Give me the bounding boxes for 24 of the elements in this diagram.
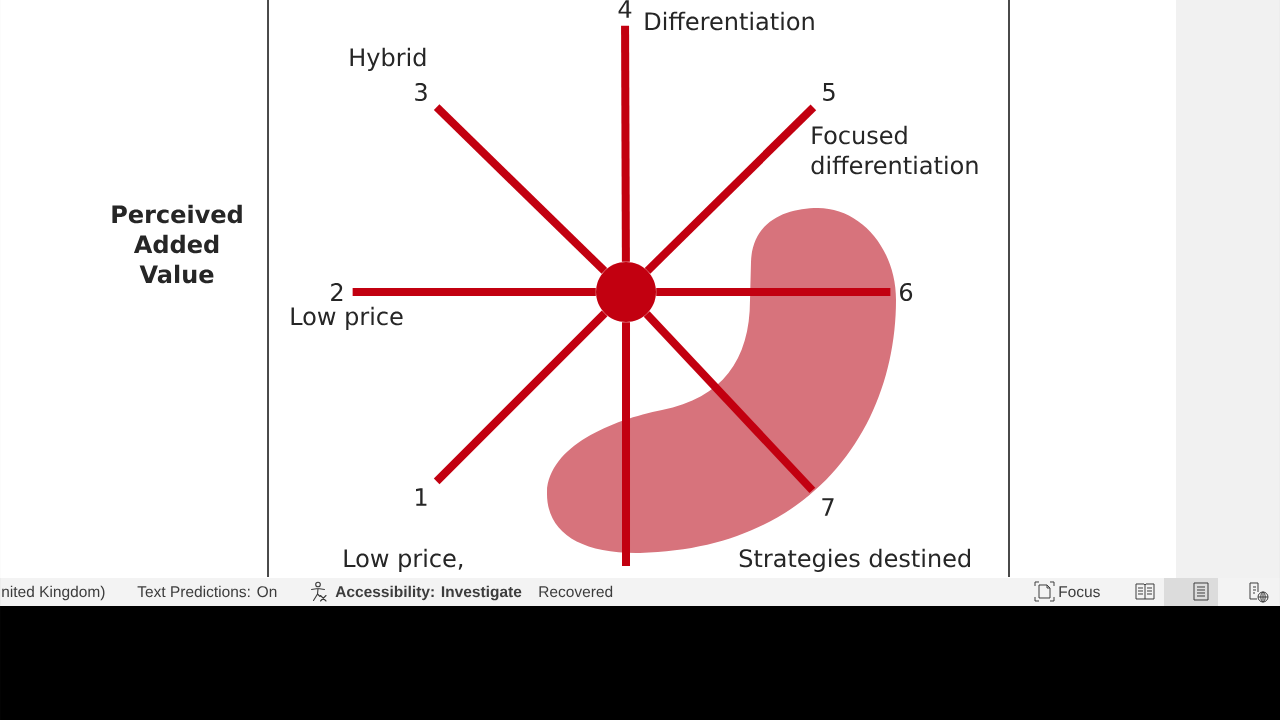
strategy-label: Differentiation [645, 11, 814, 31]
spoke-number: 4 [618, 0, 632, 18]
status-text: Focus [1059, 586, 1100, 598]
hub-circle [596, 262, 656, 322]
spoke-number: 7 [822, 498, 834, 516]
status-text: nited Kingdom) [2, 585, 105, 601]
axis-label: Perceived Added Value [112, 204, 242, 284]
spoke-line [644, 104, 817, 274]
strategy-label: Hybrid [350, 47, 426, 71]
spoke-number: 3 [415, 82, 427, 102]
spoke-line [433, 310, 608, 485]
spoke-number: 6 [900, 282, 913, 302]
status-text: Accessibility: Investigate [335, 585, 522, 601]
spoke-number: 5 [823, 83, 835, 101]
strategy-label: Focused differentiation [811, 125, 978, 175]
strategy-label: Low price [291, 306, 403, 330]
status-text: Recovered [539, 585, 613, 598]
spoke-line [643, 311, 816, 494]
strategy-label: Strategies destined [739, 548, 970, 572]
spoke-number: 2 [331, 283, 343, 301]
status-text: Text Predictions: On [137, 585, 277, 598]
spoke-line [433, 104, 608, 274]
strategy-label: Low price, [344, 548, 463, 572]
spoke-number: 1 [416, 488, 427, 506]
